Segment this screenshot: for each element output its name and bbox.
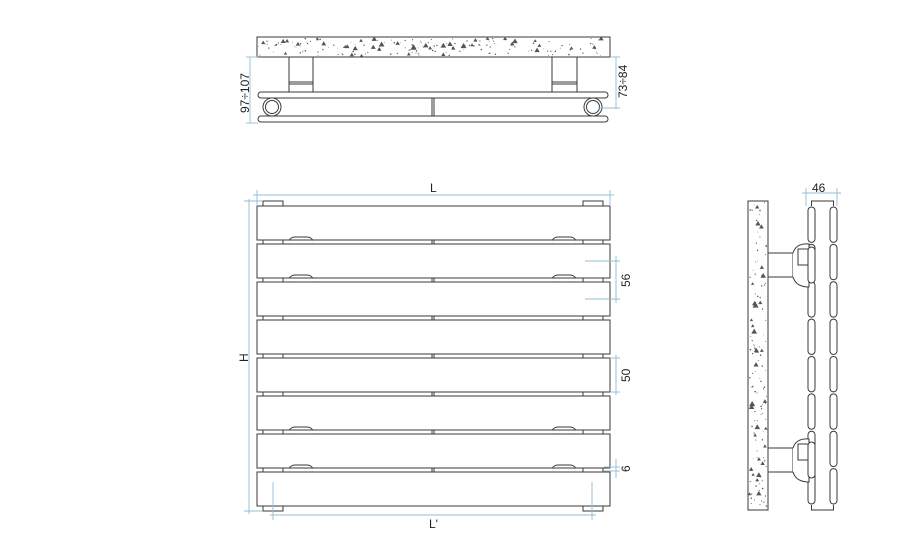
bracket-clip (551, 236, 577, 241)
bar-profile (807, 318, 816, 355)
bar-profile (807, 393, 816, 430)
bar-height-50-label: 50 (619, 368, 633, 382)
wall-bracket (767, 243, 816, 288)
bar-profile (829, 430, 838, 468)
gap-6-label: 6 (619, 465, 633, 472)
radiator-bar (256, 395, 611, 431)
bar-profile (829, 318, 838, 355)
wall-section (256, 36, 611, 58)
top-cap (582, 200, 604, 207)
bar-profile (829, 393, 838, 430)
wall-bracket (767, 438, 816, 483)
front-view (244, 190, 620, 520)
pitch-56-label: 56 (619, 273, 633, 287)
tube (257, 115, 609, 123)
top-left-dimension-label: 97÷107 (238, 73, 252, 113)
bracket-clip (551, 464, 577, 469)
bar-profile (829, 356, 838, 393)
bar-profile (807, 356, 816, 393)
tube (257, 91, 609, 99)
bar-profile (829, 281, 838, 318)
axis-Lprime-label: L' (429, 517, 438, 531)
top-right-dimension-label: 73÷84 (616, 64, 630, 98)
radiator-bar (256, 205, 611, 241)
height-H-label: H (237, 353, 251, 362)
bar-profile (829, 206, 838, 243)
radiator-bar (256, 357, 611, 393)
radiator-bar (256, 471, 611, 507)
bar-profile (829, 468, 838, 505)
top-view (246, 36, 620, 124)
radiator-bar (256, 319, 611, 355)
wall-section (747, 200, 769, 511)
radiator-bar (256, 243, 611, 279)
radiator-bar (256, 433, 611, 469)
bottom-cap (582, 505, 604, 512)
bar-profile (807, 206, 816, 243)
bracket-clip (288, 274, 314, 279)
depth-46-label: 46 (812, 181, 826, 195)
bracket-clip (551, 426, 577, 431)
end-link (811, 505, 834, 511)
top-cap (262, 200, 284, 207)
bracket-clip (288, 464, 314, 469)
bracket-clip (288, 236, 314, 241)
radiator-bar (256, 281, 611, 317)
bracket-clip (288, 426, 314, 431)
width-L-label: L (430, 181, 437, 195)
end-link (811, 200, 834, 206)
wall-bracket (551, 57, 578, 92)
side-view (747, 188, 841, 511)
wall-bracket (288, 57, 314, 92)
bracket-clip (551, 274, 577, 279)
bar-profile (829, 243, 838, 281)
